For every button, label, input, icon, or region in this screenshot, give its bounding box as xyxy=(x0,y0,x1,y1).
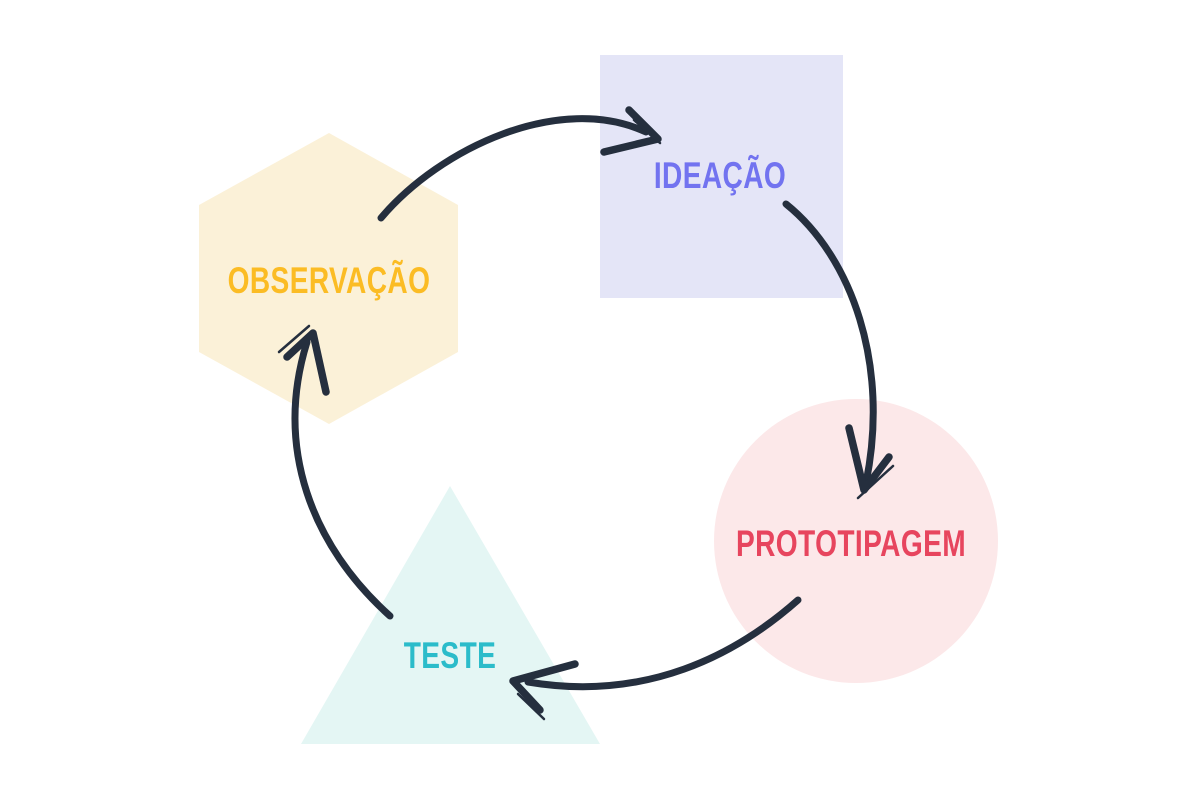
ideacao-square-shape xyxy=(600,55,843,298)
arrowhead-observacao xyxy=(283,329,330,396)
arrow-ideacao-to-prototipagem xyxy=(782,200,895,500)
arrowhead-teste xyxy=(509,660,579,714)
teste-triangle-shape xyxy=(301,486,600,744)
prototipagem-label: PROTOTIPAGEM xyxy=(735,523,967,564)
arrowhead-ideacao xyxy=(600,106,662,156)
teste-label: TESTE xyxy=(403,635,497,676)
arrowhead-prototipagem xyxy=(845,424,893,494)
arrowhead-ideacao-double-line xyxy=(632,118,662,145)
arrowhead-prototipagem-double-line xyxy=(856,464,895,500)
arrow-observacao-to-ideacao xyxy=(377,106,662,222)
arrow-teste-to-observacao xyxy=(277,324,394,620)
arrow-prototipagem-to-teste xyxy=(509,596,802,721)
ideacao-label: IDEAÇÃO xyxy=(653,155,787,196)
observacao-label: OBSERVAÇÃO xyxy=(227,260,431,301)
arrowhead-observacao-double-line xyxy=(277,324,311,354)
arrowhead-teste-double-line xyxy=(516,692,546,721)
